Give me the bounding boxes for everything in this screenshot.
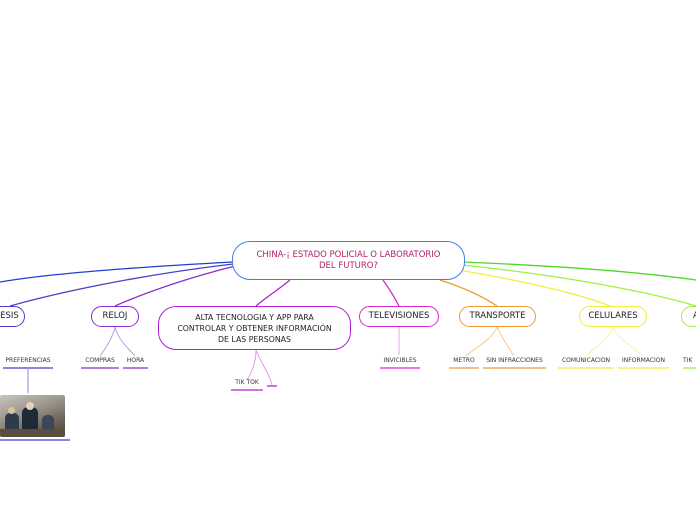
leaf-tik[interactable]: TIK <box>683 357 696 364</box>
leaf-hora[interactable]: HORA <box>123 357 148 364</box>
leaf-preferencias[interactable]: PREFERENCIAS <box>3 357 53 364</box>
root-title-line2: DEL FUTURO? <box>319 261 378 272</box>
connector-root-tesis2 <box>10 264 233 306</box>
connector-root-transporte <box>440 280 497 306</box>
root-node[interactable]: CHINA-¡ ESTADO POLICIAL O LABORATORIO DE… <box>232 241 465 280</box>
branch-televisiones-label: TELEVISIONES <box>369 311 430 322</box>
branch-alta-line3: DE LAS PERSONAS <box>218 334 291 345</box>
branch-televisiones[interactable]: TELEVISIONES <box>359 306 439 327</box>
branch-tesis[interactable]: ESIS <box>0 306 25 327</box>
photo-image <box>0 395 65 437</box>
branch-last[interactable]: A <box>681 306 696 327</box>
branch-celulares[interactable]: CELULARES <box>579 306 647 327</box>
branch-transporte-label: TRANSPORTE <box>470 311 526 322</box>
leaf-invisibles[interactable]: INVICIBLES <box>380 357 420 364</box>
leaf-comunicacion[interactable]: COMUNICACION <box>558 357 614 364</box>
connector-root-televisiones <box>383 280 399 306</box>
connector-root-last <box>462 265 696 306</box>
connector-transporte-sin <box>497 327 514 356</box>
branch-reloj[interactable]: RELOJ <box>91 306 139 327</box>
leaf-sin-infracciones[interactable]: SIN INFRACCIONES <box>483 357 546 364</box>
connector-reloj-hora <box>115 327 135 356</box>
branch-celulares-label: CELULARES <box>588 311 637 322</box>
connector-root-tesis <box>0 262 233 282</box>
branch-alta-line2: CONTROLAR Y OBTENER INFORMACIÓN <box>177 323 331 334</box>
connector-root-celulares <box>458 270 610 306</box>
connector-celulares-comunicacion <box>586 327 613 356</box>
connector-alta-tiktok <box>247 350 256 380</box>
branch-reloj-label: RELOJ <box>103 311 128 322</box>
branch-tesis-label: ESIS <box>0 311 19 322</box>
leaf-informacion[interactable]: INFORMACION <box>618 357 669 364</box>
connector-transporte-metro <box>466 327 497 356</box>
root-title-line1: CHINA-¡ ESTADO POLICIAL O LABORATORIO <box>256 250 440 261</box>
connector-root-alta <box>256 280 290 306</box>
leaf-metro[interactable]: METRO <box>449 357 479 364</box>
connector-reloj-compras <box>100 327 115 356</box>
connector-celulares-informacion <box>613 327 643 356</box>
leaf-compras[interactable]: COMPRAS <box>81 357 119 364</box>
branch-alta-tecnologia[interactable]: ALTA TECNOLOGIA Y APP PARA CONTROLAR Y O… <box>158 306 351 350</box>
leaf-tiktok[interactable]: TIK TOK <box>231 379 263 386</box>
branch-transporte[interactable]: TRANSPORTE <box>459 306 536 327</box>
branch-alta-line1: ALTA TECNOLOGIA Y APP PARA <box>195 312 313 323</box>
